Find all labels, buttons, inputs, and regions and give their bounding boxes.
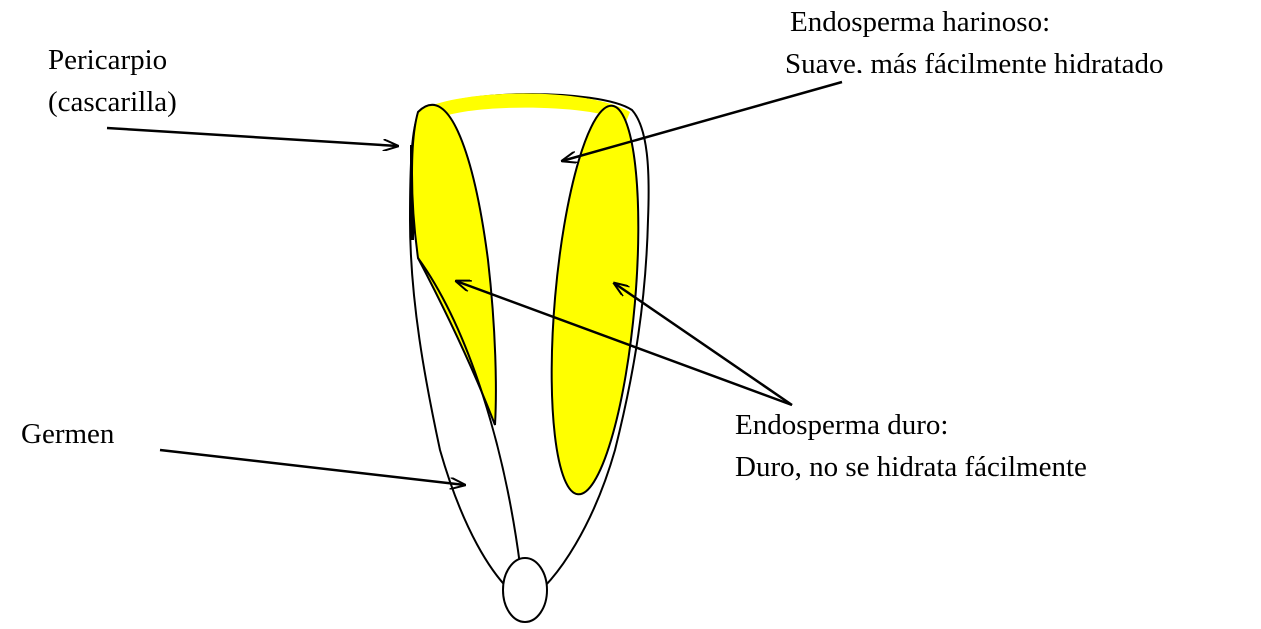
pericarp-arrow bbox=[107, 128, 398, 146]
pericarp-label: Pericarpio bbox=[48, 43, 167, 77]
hard-endosperm-arrow-right bbox=[614, 283, 792, 405]
hard-endosperm-label: Endosperma duro: bbox=[735, 408, 948, 442]
germ-arrow bbox=[160, 450, 465, 485]
tip-cap bbox=[503, 558, 547, 622]
pericarp-sublabel: (cascarilla) bbox=[48, 85, 177, 119]
germ-label: Germen bbox=[21, 417, 114, 451]
hard-endosperm-description: Duro, no se hidrata fácilmente bbox=[735, 450, 1087, 484]
floury-endosperm-description: Suave, más fácilmente hidratado bbox=[785, 47, 1163, 73]
floury-endosperm-label: Endosperma harinoso: bbox=[790, 5, 1050, 39]
